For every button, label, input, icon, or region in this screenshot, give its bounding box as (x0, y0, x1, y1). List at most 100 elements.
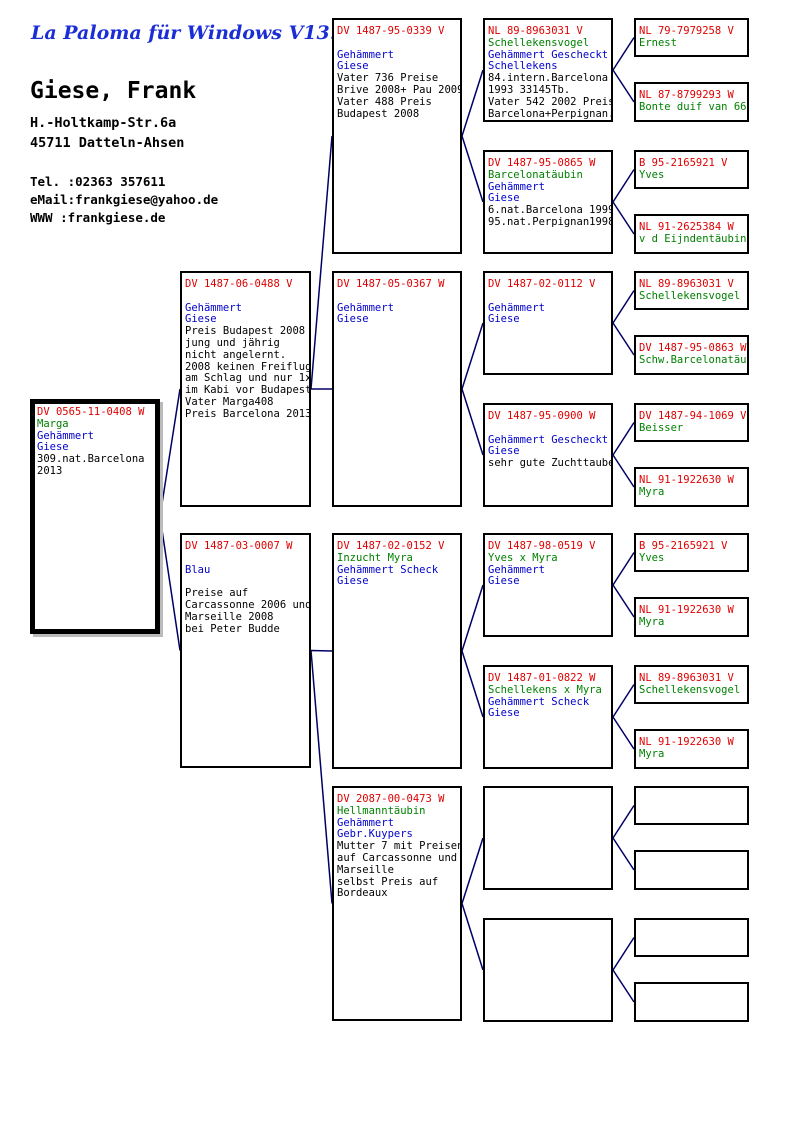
pedigree-box-g16 (634, 982, 749, 1022)
bird-info-line: Yves x Myra (488, 551, 558, 564)
connector-sds (612, 290, 635, 356)
connector-sss (612, 37, 635, 103)
ring-number: NL 87-8799293 W (639, 89, 734, 101)
connector-ds (461, 584, 484, 718)
owner-street: H.-Holtkamp-Str.6a (30, 115, 177, 131)
bird-info-line: Schellekensvogel (488, 36, 590, 49)
ring-number: NL 91-1922630 W (639, 474, 734, 486)
bird-info-line: Schw.Barcelonatäubin (639, 353, 747, 366)
connector-dds (612, 805, 635, 871)
bird-info-line: Gehämmert (488, 563, 545, 576)
bird-info-line: Barcelonatäubin (488, 168, 583, 181)
bird-info-line: 2013 (37, 464, 63, 477)
connector-dd (461, 837, 484, 971)
bird-info-line: am Schlag und nur 1x (185, 372, 311, 385)
software-logo: La Paloma für Windows V13.01 (31, 22, 363, 44)
bird-info-line: Gebr.Kuypers (337, 828, 413, 841)
pedigree-box-g15 (634, 918, 749, 957)
bird-info-line: 309.nat.Barcelona (37, 453, 145, 466)
pedigree-box-dds (483, 786, 613, 890)
connector-sire (310, 135, 333, 390)
bird-info-line: 2008 keinen Freiflug (185, 360, 311, 373)
ring-number: DV 2087-00-0473 W (337, 793, 445, 805)
ring-number: NL 91-1922630 W (639, 736, 734, 748)
bird-info-line: Giese (488, 313, 520, 326)
bird-info-line: Schellekens (488, 60, 558, 73)
bird-info-line: Vater 488 Preis (337, 95, 432, 108)
pedigree-box-g14 (634, 850, 749, 890)
ring-number: DV 1487-02-0152 V (337, 540, 445, 552)
bird-info-line: Gehämmert (37, 429, 94, 442)
bird-info-line: Giese (488, 575, 520, 588)
bird-info-line: Bordeaux (337, 887, 388, 900)
bird-info-line: 6.nat.Barcelona 1999 (488, 204, 613, 217)
bird-info-line: sehr gute Zuchttaube (488, 457, 613, 470)
ring-number: DV 1487-94-1069 V (639, 410, 747, 422)
ring-number: DV 1487-05-0367 W (337, 278, 445, 290)
bird-info-line (185, 291, 307, 303)
bird-info-line: Giese (337, 575, 369, 588)
pedigree-box-ddd (483, 918, 613, 1022)
bird-info-line: Giese (185, 313, 217, 326)
bird-info-line (337, 291, 458, 303)
bird-info-line: Myra (639, 615, 665, 628)
bird-info-line (488, 291, 609, 303)
bird-info-line: Gehämmert Gescheckt (488, 48, 609, 61)
bird-info-line: Gehämmert Gescheckt (488, 433, 609, 446)
bird-info-line: Gehämmert Scheck (488, 695, 590, 708)
bird-info-line: Giese (488, 192, 520, 205)
bird-info-line: Hellmanntäubin (337, 804, 426, 817)
owner-phone: Tel. :02363 357611 (30, 174, 166, 189)
bird-info-line: Inzucht Myra (337, 551, 413, 564)
bird-info-line: Carcassonne 2006 und (185, 598, 311, 611)
connector-ssd (612, 169, 635, 235)
connector-subject (159, 388, 181, 651)
bird-info-line: 95.nat.Perpignan1998 (488, 215, 613, 228)
bird-info-line (337, 38, 458, 50)
owner-name: Giese, Frank (30, 78, 197, 104)
connector-dss (612, 552, 635, 618)
bird-info-line: auf Carcassonne und (337, 851, 458, 864)
bird-info-line: bei Peter Budde (185, 622, 280, 635)
bird-info-line: 84.intern.Barcelona (488, 72, 609, 85)
bird-info-line: Giese (488, 707, 520, 720)
bird-info-line: Schellekensvogel (639, 289, 741, 302)
ring-number: DV 1487-06-0488 V (185, 278, 293, 290)
connector-sdd (612, 422, 635, 488)
bird-info-line: nicht angelernt. (185, 348, 287, 361)
bird-info-line: Gehämmert (488, 180, 545, 193)
bird-info-line: selbst Preis auf (337, 875, 439, 888)
bird-info-line: Giese (488, 445, 520, 458)
bird-info-line: Marseille (337, 863, 394, 876)
bird-info-line: Yves (639, 168, 665, 181)
bird-info-line: Giese (337, 60, 369, 73)
connector-dsd (612, 684, 635, 750)
bird-info-line: Gehämmert (337, 816, 394, 829)
ring-number: NL 79-7979258 V (639, 25, 734, 37)
bird-info-line: Vater 736 Preise (337, 72, 439, 85)
ring-number: DV 1487-95-0339 V (337, 25, 445, 37)
connector-ddd (612, 937, 635, 1003)
connector-ss (461, 69, 484, 203)
owner-website: WWW :frankgiese.de (30, 210, 166, 225)
ring-number: DV 1487-98-0519 V (488, 540, 596, 552)
bird-info-line: Preis Budapest 2008 (185, 325, 306, 338)
